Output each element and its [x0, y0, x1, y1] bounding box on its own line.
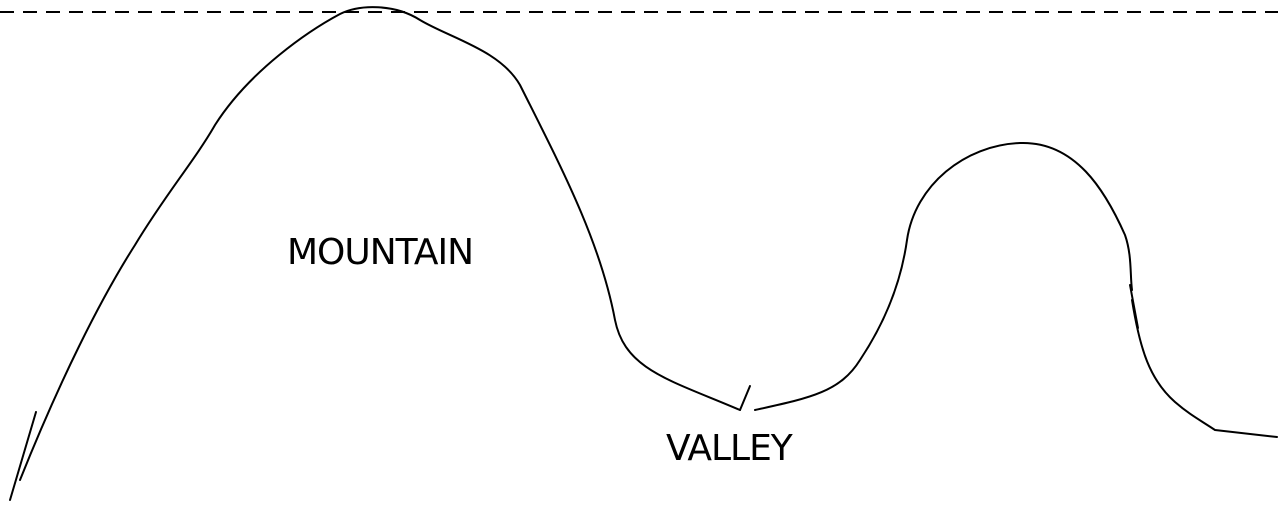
right-plain-outline: [1131, 299, 1278, 438]
hill-outline: [754, 141, 1133, 411]
valley-tick: [739, 385, 751, 411]
left-base-tick: [9, 411, 37, 501]
valley-label: VALLEY: [666, 428, 794, 469]
mountain-label: MOUNTAIN: [287, 232, 473, 273]
mountain-outline: [19, 6, 741, 481]
